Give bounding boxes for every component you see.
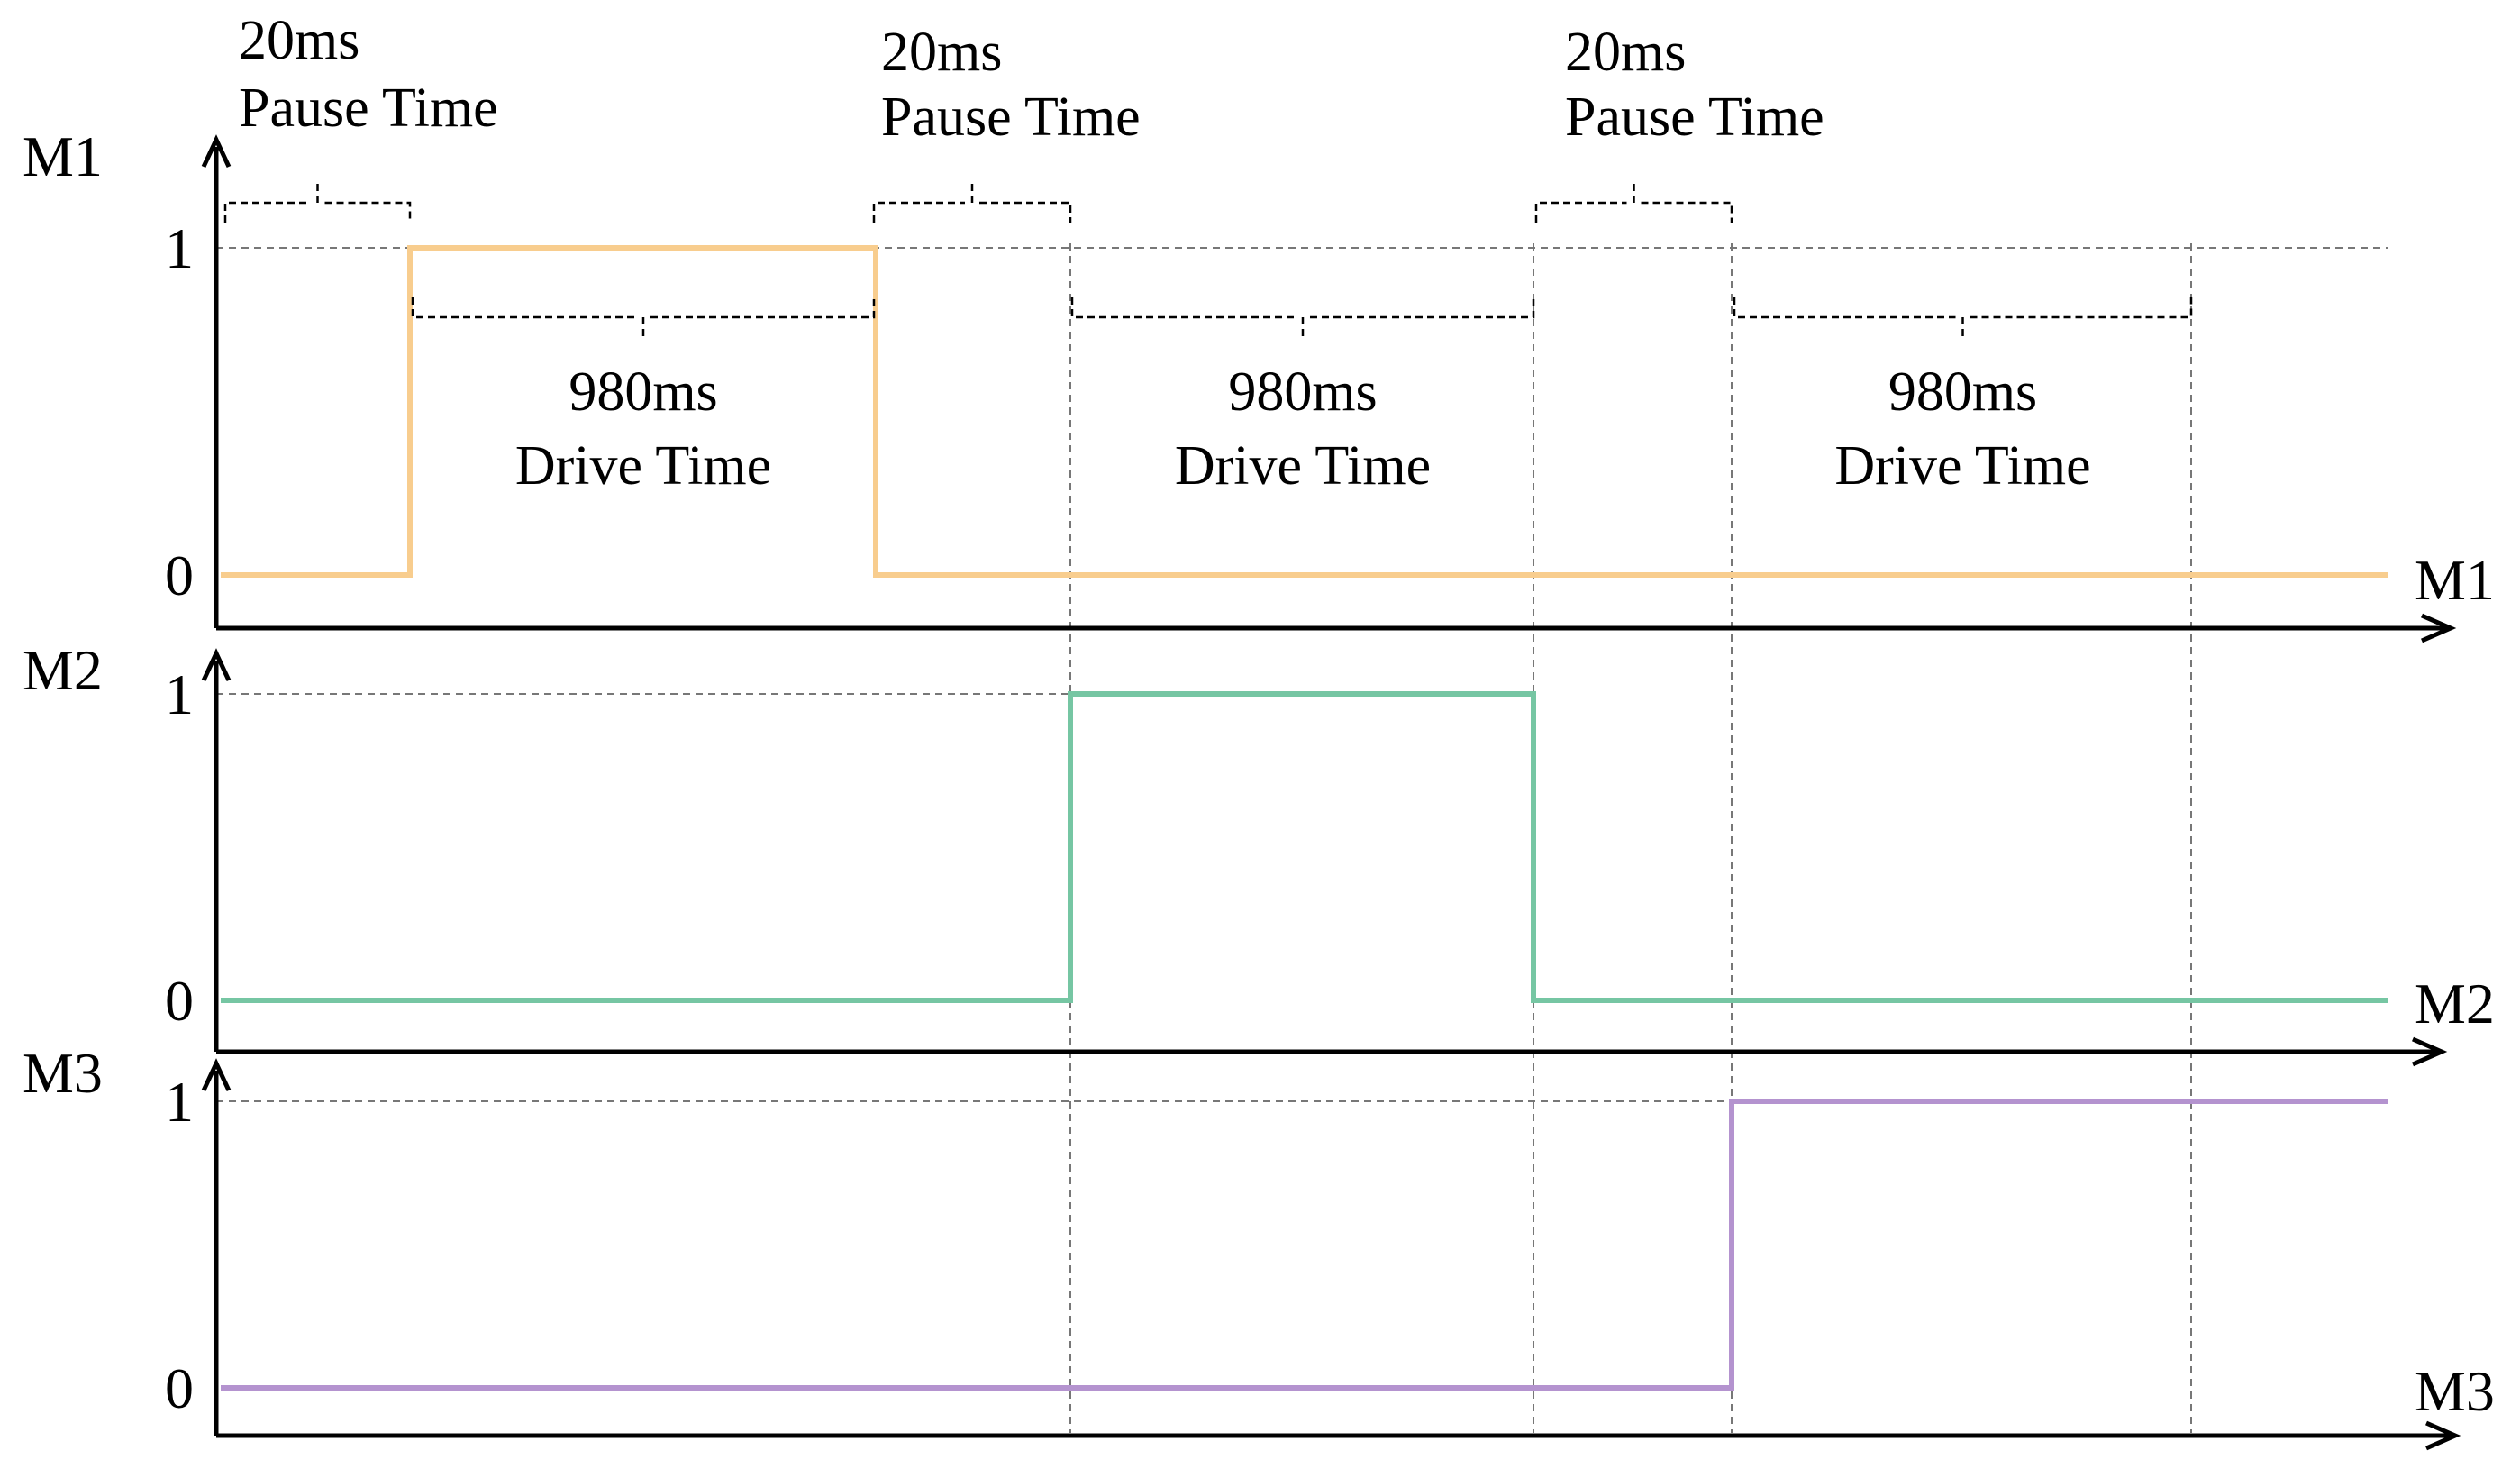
x-axis-arrow-icon	[2420, 613, 2457, 643]
pause-time-label: Pause Time	[239, 78, 498, 139]
drive-duration-label: 980ms	[569, 361, 717, 423]
x-axis-title-m2: M2	[2415, 972, 2495, 1036]
brace	[1534, 183, 1733, 223]
tick-label-high: 1	[165, 1070, 194, 1134]
y-axis-title-m1: M1	[23, 124, 103, 188]
brace	[223, 183, 412, 223]
y-axis-title-m3: M3	[23, 1041, 103, 1105]
signal-trace-m2	[221, 691, 2388, 1003]
tick-label-low: 0	[165, 969, 194, 1033]
signal-trace-m3	[221, 1099, 2388, 1391]
drive-time-label: Drive Time	[1834, 435, 2090, 497]
tick-label-low: 0	[165, 543, 194, 607]
pause-time-label: Pause Time	[881, 87, 1141, 148]
brace	[1733, 297, 2193, 337]
y-axis-arrow-icon	[201, 1058, 232, 1092]
drive-duration-label: 980ms	[1888, 361, 2037, 423]
x-axis-arrow-icon	[2424, 1420, 2461, 1451]
x-axis-title-m3: M3	[2415, 1359, 2495, 1423]
pause-duration-label: 20ms	[1565, 22, 1686, 83]
brace	[411, 297, 876, 337]
drive-time-label: Drive Time	[1175, 435, 1431, 497]
brace	[1070, 297, 1535, 337]
drive-time-label: Drive Time	[515, 435, 771, 497]
signal-trace-m1	[221, 245, 2388, 578]
brace	[872, 183, 1072, 223]
pause-duration-label: 20ms	[239, 10, 359, 71]
tick-label-low: 0	[165, 1356, 194, 1420]
y-axis-arrow-icon	[201, 134, 232, 169]
pause-duration-label: 20ms	[881, 22, 1002, 83]
tick-label-high: 1	[165, 662, 194, 726]
signal-traces	[221, 245, 2388, 1391]
tick-label-high: 1	[165, 216, 194, 280]
x-axis-title-m1: M1	[2415, 548, 2495, 612]
x-axis-arrow-icon	[2411, 1036, 2448, 1067]
drive-duration-label: 980ms	[1228, 361, 1377, 423]
y-axis-title-m2: M2	[23, 638, 103, 702]
y-axis-arrow-icon	[201, 648, 232, 682]
pause-time-label: Pause Time	[1565, 87, 1824, 148]
